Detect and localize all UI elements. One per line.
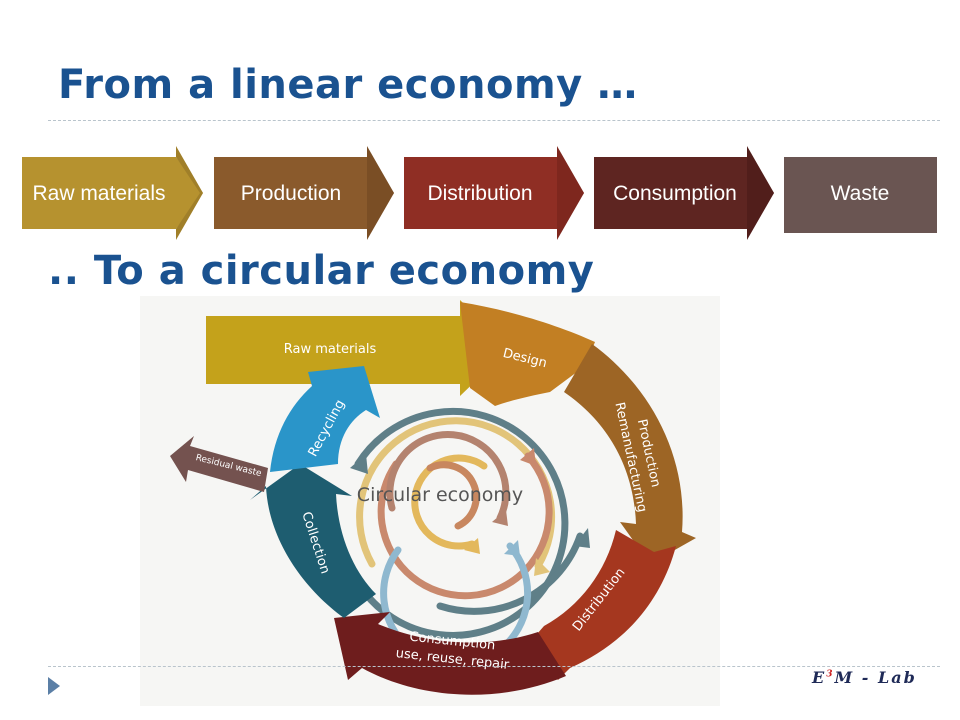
linear-step-consumption: Consumption <box>594 146 774 240</box>
linear-step-distribution: Distribution <box>404 146 584 240</box>
linear-label-consumption: Consumption <box>613 182 737 205</box>
linear-step-production: Production <box>214 146 394 240</box>
inner-rings <box>354 407 584 669</box>
circular-residual-waste-arrow: Residual waste <box>170 436 268 492</box>
linear-label-waste: Waste <box>831 182 890 205</box>
logo-text-e: E <box>812 668 827 687</box>
logo-text-lab: M - Lab <box>834 668 917 687</box>
circular-design-segment: Design <box>460 302 595 406</box>
linear-flow-diagram: Raw materials Production Distribution Co… <box>22 146 937 240</box>
linear-label-raw-materials: Raw materials <box>32 182 165 205</box>
circular-raw-materials-arrow: Raw materials <box>206 300 510 396</box>
linear-step-waste: Waste <box>784 157 937 233</box>
circular-collection-segment: Collection <box>250 464 376 618</box>
inner-ring-arrowheads <box>350 448 590 576</box>
title-linear: From a linear economy … <box>58 62 638 108</box>
linear-step-raw-materials: Raw materials <box>22 146 203 240</box>
top-divider <box>48 120 940 121</box>
center-label: Circular economy <box>357 484 523 506</box>
circular-consumption-segment: Consumption use, reuse, repair <box>334 612 566 695</box>
circular-economy-diagram: Circular economy Raw materials Design Pr… <box>140 296 720 706</box>
logo-text-sup: 3 <box>826 669 835 680</box>
linear-label-production: Production <box>241 182 341 205</box>
circular-label-raw-materials: Raw materials <box>284 342 377 357</box>
linear-label-distribution: Distribution <box>427 182 532 205</box>
e3m-lab-logo: E3M - Lab <box>812 668 917 687</box>
slide-bullet-icon <box>48 677 60 695</box>
bottom-divider <box>48 666 940 667</box>
title-circular: .. To a circular economy <box>48 248 595 294</box>
